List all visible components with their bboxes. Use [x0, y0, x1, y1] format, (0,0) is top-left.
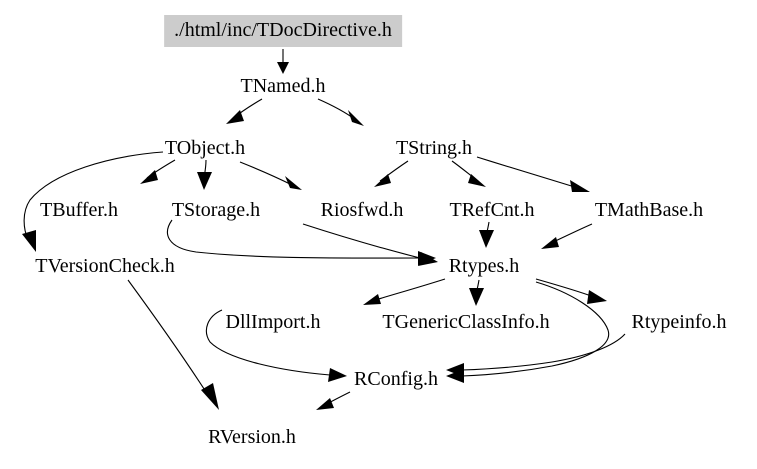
edge-rtypes-dllimport: [363, 278, 446, 305]
edge-tobject-riosfwd: [239, 161, 302, 190]
node-tstorage[interactable]: TStorage.h: [171, 199, 261, 221]
node-tnamed[interactable]: TNamed.h: [240, 75, 326, 97]
node-dllimport[interactable]: DllImport.h: [225, 311, 321, 333]
edge-tnamed-tobject: [226, 98, 263, 124]
node-rtypeinfo[interactable]: Rtypeinfo.h: [631, 311, 727, 333]
node-tbuffer[interactable]: TBuffer.h: [40, 199, 118, 221]
node-trefcnt[interactable]: TRefCnt.h: [449, 199, 535, 221]
edge-tstring-riosfwd: [374, 160, 409, 187]
node-tdocdirective[interactable]: ./html/inc/TDocDirective.h: [164, 15, 402, 47]
edge-tstorage-rtypes: [167, 219, 436, 265]
edge-trefcnt-rtypes: [479, 221, 494, 248]
edge-tstring-trefcnt: [451, 160, 486, 187]
edge-rtypes-rtypeinfo: [535, 278, 607, 304]
edge-tversioncheck-rversion: [127, 279, 219, 410]
node-tgenericclassinfo[interactable]: TGenericClassInfo.h: [382, 311, 550, 333]
node-tobject[interactable]: TObject.h: [164, 137, 246, 159]
edge-tobject-tversioncheck: [22, 151, 164, 252]
edge-rtypes-tgenericclassinfo: [469, 279, 484, 306]
edge-tobject-tbuffer: [140, 159, 176, 184]
node-riosfwd[interactable]: Riosfwd.h: [320, 199, 404, 221]
node-tmathbase[interactable]: TMathBase.h: [594, 199, 704, 221]
edge-riosfwd-rtypes: [302, 223, 438, 266]
edge-rconfig-rversion: [316, 391, 351, 410]
node-rconfig[interactable]: RConfig.h: [354, 368, 438, 390]
node-rtypes[interactable]: Rtypes.h: [448, 255, 520, 277]
edge-tnamed-tstring: [317, 98, 364, 126]
edge-dllimport-rconfig: [205, 309, 347, 382]
node-rversion[interactable]: RVersion.h: [208, 426, 296, 448]
edge-tobject-tstorage: [197, 159, 212, 190]
edge-tdocdirective-tnamed: [277, 49, 289, 74]
node-tversioncheck[interactable]: TVersionCheck.h: [35, 255, 175, 277]
node-tstring[interactable]: TString.h: [395, 137, 473, 159]
edge-rtypeinfo-rconfig: [446, 333, 626, 377]
edge-tmathbase-rtypes: [541, 223, 593, 249]
edge-tstring-tmathbase: [476, 156, 590, 192]
